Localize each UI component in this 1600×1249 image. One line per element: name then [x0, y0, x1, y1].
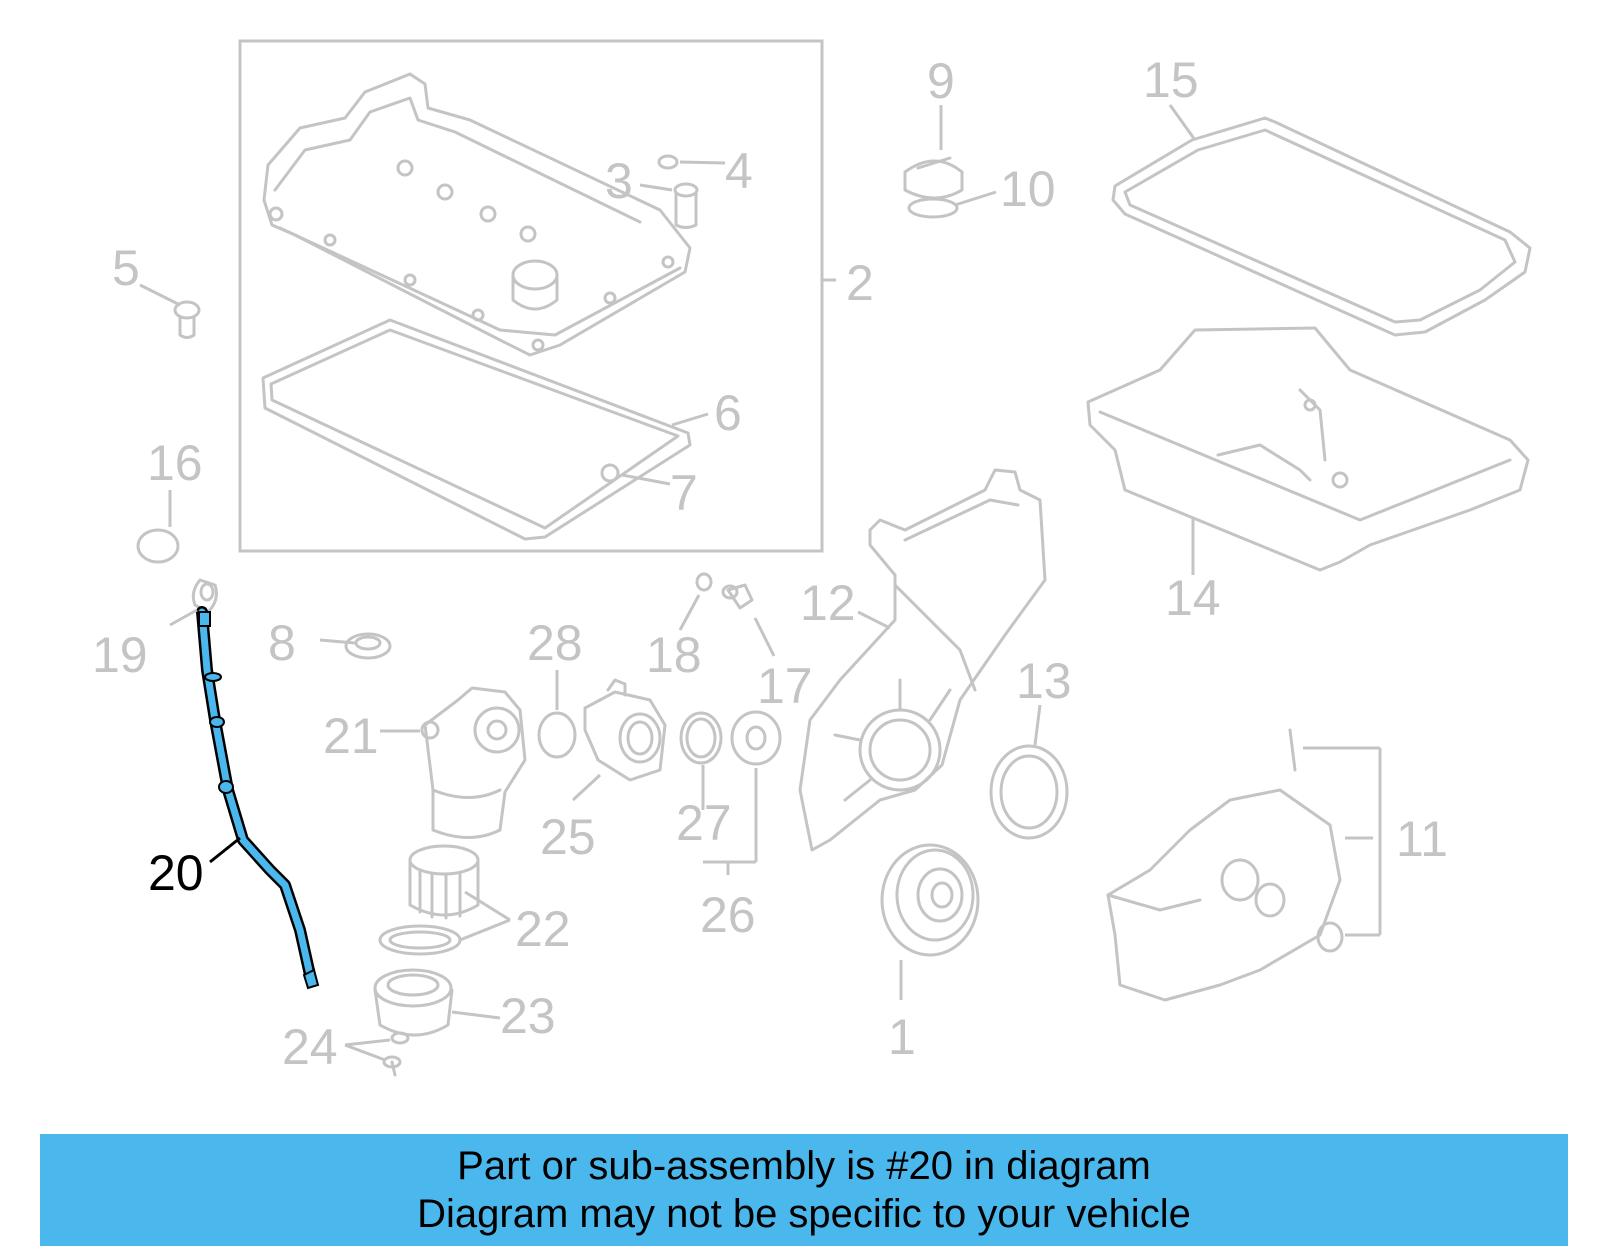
callout-25[interactable]: 25	[540, 809, 596, 865]
callout-5[interactable]: 5	[112, 240, 140, 296]
oil-pan-gasket-part-15[interactable]	[1111, 116, 1532, 337]
filter-housing-part-21[interactable]	[420, 686, 527, 839]
callout-14[interactable]: 14	[1165, 570, 1221, 626]
callout-11[interactable]: 11	[1396, 811, 1448, 867]
callout-24[interactable]: 24	[282, 1019, 338, 1075]
fastener-part-24[interactable]	[382, 1031, 410, 1077]
oil-pan-part-14[interactable]	[1086, 326, 1530, 572]
oil-pump-part-11[interactable]	[1106, 728, 1344, 1002]
callout-6[interactable]: 6	[714, 385, 742, 441]
callout-labels: 1 2 3 4 5 6 7 8 9 10 11 12 13 14 15 16 1…	[92, 52, 1448, 1075]
filter-cap-part-23[interactable]	[373, 968, 454, 1037]
oil-filter-part-22[interactable]	[378, 844, 480, 956]
filler-cap-part-9[interactable]	[903, 156, 964, 219]
callout-10[interactable]: 10	[1000, 161, 1056, 217]
seal-part-8[interactable]	[344, 632, 392, 660]
callout-1[interactable]: 1	[888, 1009, 916, 1065]
seal-part-26[interactable]	[730, 710, 782, 766]
bolt-part-5[interactable]	[173, 300, 201, 339]
callout-21[interactable]: 21	[323, 708, 379, 764]
callout-28[interactable]: 28	[527, 615, 583, 671]
callout-12[interactable]: 12	[800, 575, 856, 631]
callout-16[interactable]: 16	[147, 435, 203, 491]
banner-line-part-number: Part or sub-assembly is #20 in diagram	[457, 1144, 1151, 1188]
callout-18[interactable]: 18	[646, 627, 702, 683]
dipstick-tube-part-20[interactable]	[196, 606, 320, 990]
callout-26[interactable]: 26	[700, 887, 756, 943]
callout-15[interactable]: 15	[1143, 52, 1199, 108]
callout-22[interactable]: 22	[515, 901, 571, 957]
callout-3[interactable]: 3	[605, 153, 633, 209]
seal-part-13[interactable]	[989, 744, 1069, 840]
callout-19[interactable]: 19	[92, 627, 148, 683]
oil-cooler-part-25[interactable]	[583, 678, 667, 782]
banner-line-disclaimer: Diagram may not be specific to your vehi…	[417, 1192, 1191, 1236]
callout-4[interactable]: 4	[725, 143, 753, 199]
callout-23[interactable]: 23	[500, 988, 556, 1044]
callout-9[interactable]: 9	[927, 53, 955, 109]
callout-20[interactable]: 20	[148, 845, 204, 901]
callout-8[interactable]: 8	[268, 615, 296, 671]
callout-17[interactable]: 17	[757, 658, 813, 714]
part-info-banner: Part or sub-assembly is #20 in diagram D…	[40, 1134, 1568, 1246]
pulley-part-1[interactable]	[880, 843, 980, 957]
timing-cover-part-12[interactable]	[798, 468, 1047, 852]
seal-part-27[interactable]	[679, 711, 723, 765]
sensor-part-17[interactable]	[721, 583, 754, 610]
valve-cover-group	[238, 39, 836, 553]
callout-27[interactable]: 27	[676, 795, 732, 851]
plug-part-16[interactable]	[136, 528, 180, 564]
callout-7[interactable]: 7	[670, 465, 698, 521]
callout-2[interactable]: 2	[846, 255, 874, 311]
o-ring-part-28[interactable]	[537, 711, 577, 759]
seal-part-18[interactable]	[695, 572, 713, 592]
leader-lines	[139, 104, 1382, 1062]
callout-13[interactable]: 13	[1016, 653, 1072, 709]
